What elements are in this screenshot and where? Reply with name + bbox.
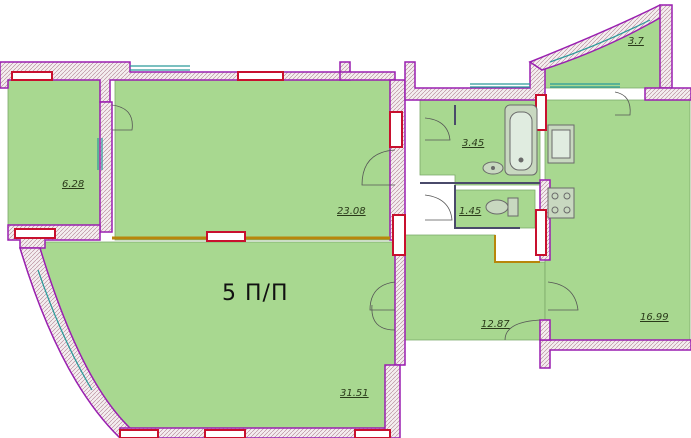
floor-hall (394, 234, 546, 366)
window-6 (392, 214, 406, 256)
toilet-tank-icon (507, 197, 519, 217)
door-hall (504, 319, 541, 341)
door-room-lower (369, 281, 396, 311)
door-balcony-right (614, 91, 631, 116)
sink-drain-icon (491, 166, 495, 170)
wall-top-right (404, 61, 546, 101)
wall-left-balcony-inner (99, 101, 113, 233)
burner-3-icon (551, 206, 559, 214)
window-8 (535, 209, 547, 256)
fixtures (482, 104, 575, 219)
door-balcony-left (111, 104, 133, 131)
door-room-lower-2 (371, 304, 396, 331)
area-room-lower: 31.51 (340, 388, 369, 399)
glazing-top-right (470, 83, 620, 88)
window-11 (354, 429, 391, 438)
floor-balcony-left (7, 79, 101, 226)
area-bathroom: 3.45 (462, 138, 484, 149)
kitchen-sink-basin-icon (551, 129, 571, 159)
wall-bottom (119, 427, 396, 438)
door-bath (424, 117, 451, 141)
glazing-left-door (97, 138, 103, 170)
windows (11, 71, 547, 438)
window-9 (119, 429, 159, 438)
room-labels: 6.28 23.08 31.51 3.45 1.45 12.87 16.99 3… (62, 36, 669, 399)
area-room-upper: 23.08 (337, 206, 366, 217)
area-balcony-right: 3.7 (628, 36, 645, 47)
glazing-balcony-right (549, 19, 651, 63)
burner-1-icon (551, 192, 559, 200)
area-kitchen: 16.99 (640, 312, 669, 323)
stove-icon (547, 187, 575, 219)
floor-areas (7, 11, 691, 429)
glazing-curve (37, 269, 93, 391)
doors (111, 91, 631, 341)
burner-2-icon (563, 192, 571, 200)
wall-balcony-right-side (659, 4, 673, 89)
unit-type-label: 5 П/П (222, 281, 289, 306)
glazing (37, 19, 651, 391)
door-room-upper (361, 149, 396, 186)
bathtub-drain-icon (518, 157, 524, 163)
area-hall: 12.87 (481, 319, 510, 330)
window-10 (204, 429, 246, 438)
partition-hall-top (494, 235, 540, 263)
window-4 (206, 231, 246, 242)
window-2 (237, 71, 284, 81)
bathtub-inner-icon (509, 111, 533, 171)
wall-bottom-step (384, 364, 401, 438)
window-1 (11, 71, 53, 81)
wall-right-bottom (539, 339, 691, 369)
door-kitchen (547, 281, 579, 311)
partitions (420, 105, 540, 263)
wall-right-top (644, 87, 691, 101)
door-toilet (424, 194, 453, 221)
partition-toilet (454, 185, 520, 229)
glazing-top-left (130, 65, 190, 71)
window-3 (14, 228, 56, 239)
area-balcony-left: 6.28 (62, 179, 84, 190)
wall-top-mid (339, 71, 396, 81)
burner-4-icon (563, 206, 571, 214)
area-toilet: 1.45 (459, 206, 481, 217)
wall-hall-lower (539, 319, 551, 341)
window-5 (389, 111, 403, 148)
toilet-bowl-icon (485, 199, 509, 215)
